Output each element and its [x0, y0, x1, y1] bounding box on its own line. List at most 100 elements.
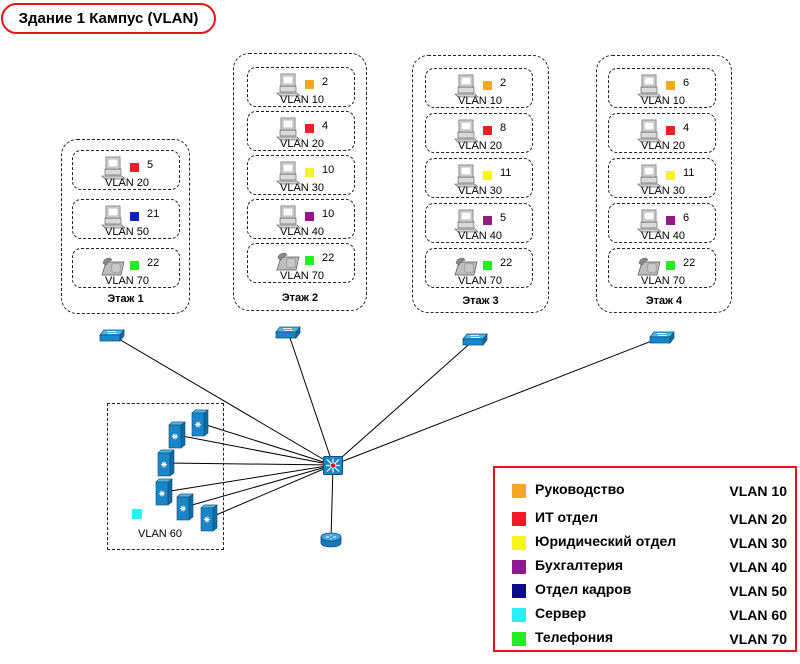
floor-group — [412, 55, 549, 313]
server-link-line — [165, 462, 334, 466]
vlan-label: VLAN 40 — [640, 230, 686, 242]
phone-icon[interactable] — [453, 254, 479, 278]
vlan-label: VLAN 70 — [279, 270, 325, 282]
server-icon[interactable] — [155, 478, 173, 506]
vlan-color-square — [305, 256, 314, 265]
server-icon[interactable] — [168, 421, 186, 449]
core-switch-icon[interactable] — [323, 456, 343, 475]
device-count: 11 — [683, 167, 695, 179]
pc-icon[interactable] — [636, 164, 662, 188]
pc-icon[interactable] — [453, 164, 479, 188]
vlan-label: VLAN 40 — [457, 230, 503, 242]
vlan-color-square — [483, 171, 492, 180]
vlan-label: VLAN 50 — [104, 226, 150, 238]
vlan-label: VLAN 30 — [640, 185, 686, 197]
vlan-label: VLAN 70 — [457, 275, 503, 287]
vlan-color-square — [483, 126, 492, 135]
legend-department: Руководство — [535, 481, 625, 497]
device-count: 22 — [500, 257, 513, 269]
vlan-color-square — [666, 81, 675, 90]
device-count: 6 — [683, 77, 690, 89]
access-switch-icon[interactable] — [649, 329, 675, 345]
floor-group — [596, 55, 732, 313]
server-vlan-color-square — [132, 509, 142, 519]
server-icon[interactable] — [176, 493, 194, 521]
router-icon[interactable] — [320, 532, 342, 548]
legend-department: ИТ отдел — [535, 509, 598, 525]
vlan-color-square — [305, 212, 314, 221]
device-count: 2 — [500, 77, 507, 89]
access-switch-icon[interactable] — [99, 327, 125, 343]
pc-icon[interactable] — [636, 74, 662, 98]
vlan-color-square — [305, 168, 314, 177]
legend-color-square — [512, 560, 526, 574]
pc-icon[interactable] — [100, 205, 126, 229]
uplink-line — [287, 331, 334, 466]
pc-icon[interactable] — [453, 209, 479, 233]
server-link-line — [176, 434, 334, 466]
legend-color-square — [512, 484, 526, 498]
server-icon[interactable] — [191, 409, 209, 437]
legend-department: Отдел кадров — [535, 581, 632, 597]
server-link-line — [199, 422, 334, 466]
legend-department: Юридический отдел — [535, 533, 677, 549]
pc-icon[interactable] — [275, 73, 301, 97]
pc-icon[interactable] — [275, 161, 301, 185]
uplink-line — [332, 336, 663, 466]
pc-icon[interactable] — [275, 117, 301, 141]
pc-icon[interactable] — [636, 119, 662, 143]
legend-color-square — [512, 536, 526, 550]
router-link-line — [330, 464, 334, 541]
phone-icon[interactable] — [275, 249, 301, 273]
vlan-color-square — [666, 261, 675, 270]
server-link-line — [184, 464, 334, 508]
server-icon[interactable] — [157, 449, 175, 477]
floor-label: Этаж 3 — [462, 295, 499, 307]
legend-department: Бухгалтерия — [535, 557, 624, 573]
legend-department: Телефония — [535, 629, 613, 645]
vlan-label: VLAN 10 — [640, 95, 686, 107]
access-switch-icon[interactable] — [462, 331, 488, 347]
legend-department: Сервер — [535, 605, 587, 621]
vlan-color-square — [130, 261, 139, 270]
vlan-label: VLAN 20 — [104, 177, 150, 189]
vlan-label: VLAN 20 — [457, 140, 503, 152]
access-switch-icon[interactable] — [275, 324, 301, 340]
vlan-label: VLAN 30 — [457, 185, 503, 197]
device-count: 10 — [322, 164, 335, 176]
pc-icon[interactable] — [100, 156, 126, 180]
pc-icon[interactable] — [453, 74, 479, 98]
phone-icon[interactable] — [636, 254, 662, 278]
device-count: 2 — [322, 76, 329, 88]
device-count: 5 — [147, 159, 154, 171]
device-count: 11 — [500, 167, 512, 179]
vlan-color-square — [130, 163, 139, 172]
floor-group — [233, 53, 367, 311]
device-count: 4 — [683, 122, 690, 134]
vlan-color-square — [666, 171, 675, 180]
pc-icon[interactable] — [636, 209, 662, 233]
phone-icon[interactable] — [100, 254, 126, 278]
server-icon[interactable] — [200, 504, 218, 532]
floor-label: Этаж 1 — [107, 293, 144, 305]
pc-icon[interactable] — [453, 119, 479, 143]
floor-label: Этаж 4 — [645, 295, 683, 307]
device-count: 4 — [322, 120, 329, 132]
diagram-title: Здание 1 Кампус (VLAN) — [1, 3, 216, 34]
vlan-color-square — [483, 216, 492, 225]
pc-icon[interactable] — [275, 205, 301, 229]
